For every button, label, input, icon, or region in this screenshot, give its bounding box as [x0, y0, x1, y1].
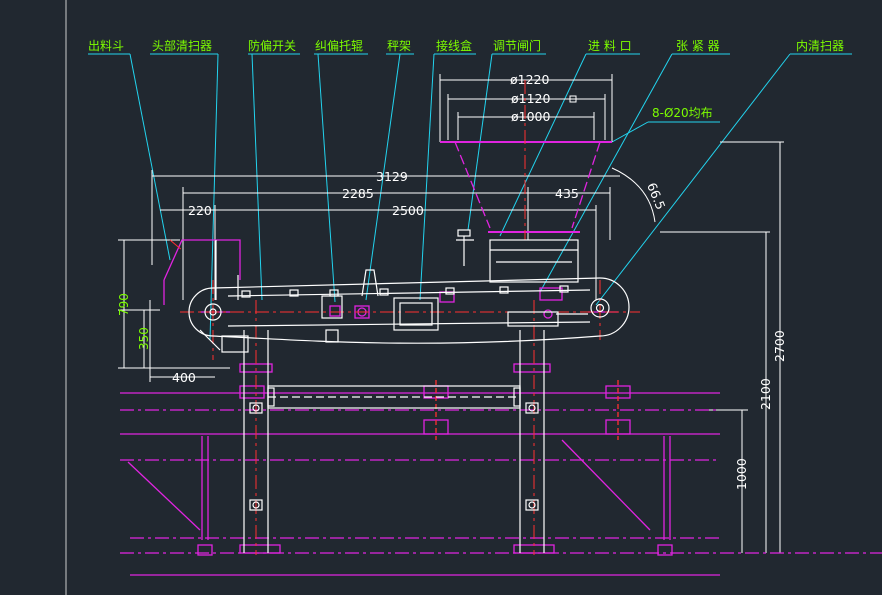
callout-labels: 出料斗 头部清扫器 防偏开关 纠偏托辊 秤架 接线盒 调节闸门 进 料 口 张 … — [88, 38, 844, 53]
dim-220: 220 — [188, 203, 212, 218]
callout-deviation-switch: 防偏开关 — [248, 38, 296, 53]
dimension-lines — [118, 74, 784, 553]
dim-2700: 2700 — [772, 330, 787, 362]
callout-inner-scraper: 内清扫器 — [796, 39, 844, 53]
dim-790: 790 — [117, 293, 131, 316]
dim-2285: 2285 — [342, 186, 374, 201]
callout-scale-frame: 秤架 — [387, 39, 411, 53]
callout-training-idler: 纠偏托辊 — [315, 38, 363, 53]
machine-body — [188, 229, 630, 553]
dim-holes: 8-Ø20均布 — [652, 106, 713, 120]
structure-magenta — [120, 141, 882, 576]
dimension-texts: ø1220 ø1120 ø1000 8-Ø20均布 66.5 3129 2285… — [117, 72, 787, 490]
dim-angle: 66.5 — [644, 180, 668, 211]
dim-400: 400 — [172, 370, 196, 385]
leader-lines — [88, 53, 852, 341]
dim-d1120: ø1120 — [511, 91, 551, 106]
callout-junction-box: 接线盒 — [436, 38, 472, 53]
dim-1000: 1000 — [734, 458, 749, 490]
callout-regulating-gate: 调节闸门 — [493, 38, 541, 53]
dim-350: 350 — [137, 327, 151, 350]
dim-overall: 3129 — [376, 169, 408, 184]
centerlines — [169, 80, 640, 555]
callout-tensioner: 张 紧 器 — [676, 39, 720, 53]
dim-2500: 2500 — [392, 203, 424, 218]
dim-d1220: ø1220 — [510, 72, 550, 87]
callout-feed-inlet: 进 料 口 — [588, 39, 632, 53]
dim-2100: 2100 — [758, 378, 773, 410]
dim-435: 435 — [555, 186, 579, 201]
dim-d1000: ø1000 — [511, 109, 551, 124]
callout-head-scraper: 头部清扫器 — [152, 38, 212, 53]
callout-discharge-chute: 出料斗 — [88, 39, 124, 53]
